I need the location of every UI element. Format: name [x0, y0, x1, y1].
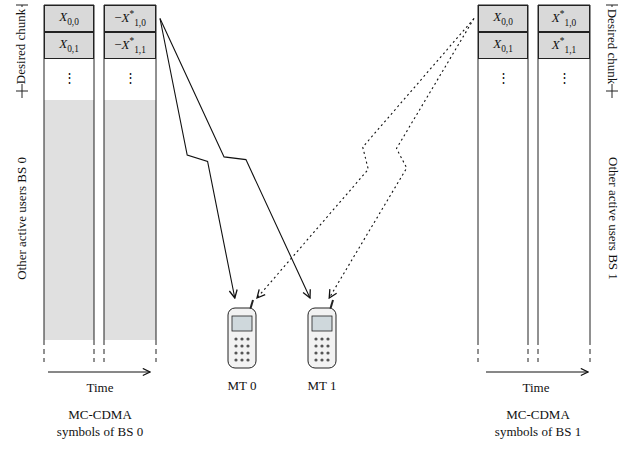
- region-label: Desired chunk: [14, 8, 31, 83]
- symbol-cell: X0,1: [478, 32, 528, 59]
- symbol-cell: X0,0: [478, 5, 528, 32]
- ellipsis: ⋮: [558, 70, 571, 87]
- radio-link: [329, 19, 474, 299]
- terminal-label: MT 0: [227, 379, 256, 394]
- terminal-label: MT 1: [307, 379, 336, 394]
- mobile-terminal: MT 1: [292, 300, 352, 394]
- symbol-cell: X*1,0: [538, 5, 590, 32]
- symbol-text: X0,0: [493, 10, 513, 27]
- caption-label: MC-CDMA symbols of BS 0: [50, 407, 150, 441]
- bs0-columns: [44, 5, 156, 362]
- axis-label: Time: [523, 380, 550, 397]
- time-arrow: [48, 372, 588, 373]
- axis-label: Time: [87, 380, 114, 397]
- caption-label: MC-CDMA symbols of BS 1: [488, 407, 588, 441]
- ellipsis: ⋮: [497, 70, 510, 87]
- phone-icon: [308, 300, 336, 368]
- symbol-text: X*1,1: [552, 36, 576, 56]
- mobile-terminal: MT 0: [212, 300, 272, 394]
- symbol-text: X0,0: [59, 10, 79, 27]
- ellipsis: ⋮: [124, 70, 137, 87]
- symbol-cell: −X*1,0: [104, 5, 156, 32]
- radio-link: [257, 19, 474, 299]
- symbol-text: X0,1: [59, 37, 79, 54]
- symbol-text: −X*1,0: [114, 9, 146, 29]
- phone-icon: [228, 300, 256, 368]
- symbol-cell: X*1,1: [538, 32, 590, 59]
- symbol-cell: X0,0: [44, 5, 94, 32]
- symbol-text: X*1,0: [552, 9, 576, 29]
- symbol-text: −X*1,1: [114, 36, 146, 56]
- ellipsis: ⋮: [63, 70, 76, 87]
- symbol-cell: X0,1: [44, 32, 94, 59]
- region-label: Other active users BS 1: [604, 157, 621, 280]
- symbol-cell: −X*1,1: [104, 32, 156, 59]
- radio-link: [160, 19, 235, 299]
- region-label: Other active users BS 0: [14, 157, 31, 280]
- region-label: Desired chunk: [604, 8, 621, 83]
- bs1-columns: [478, 5, 590, 362]
- chunk-brackets: [16, 5, 618, 98]
- symbol-text: X0,1: [493, 37, 513, 54]
- radio-link: [160, 19, 310, 299]
